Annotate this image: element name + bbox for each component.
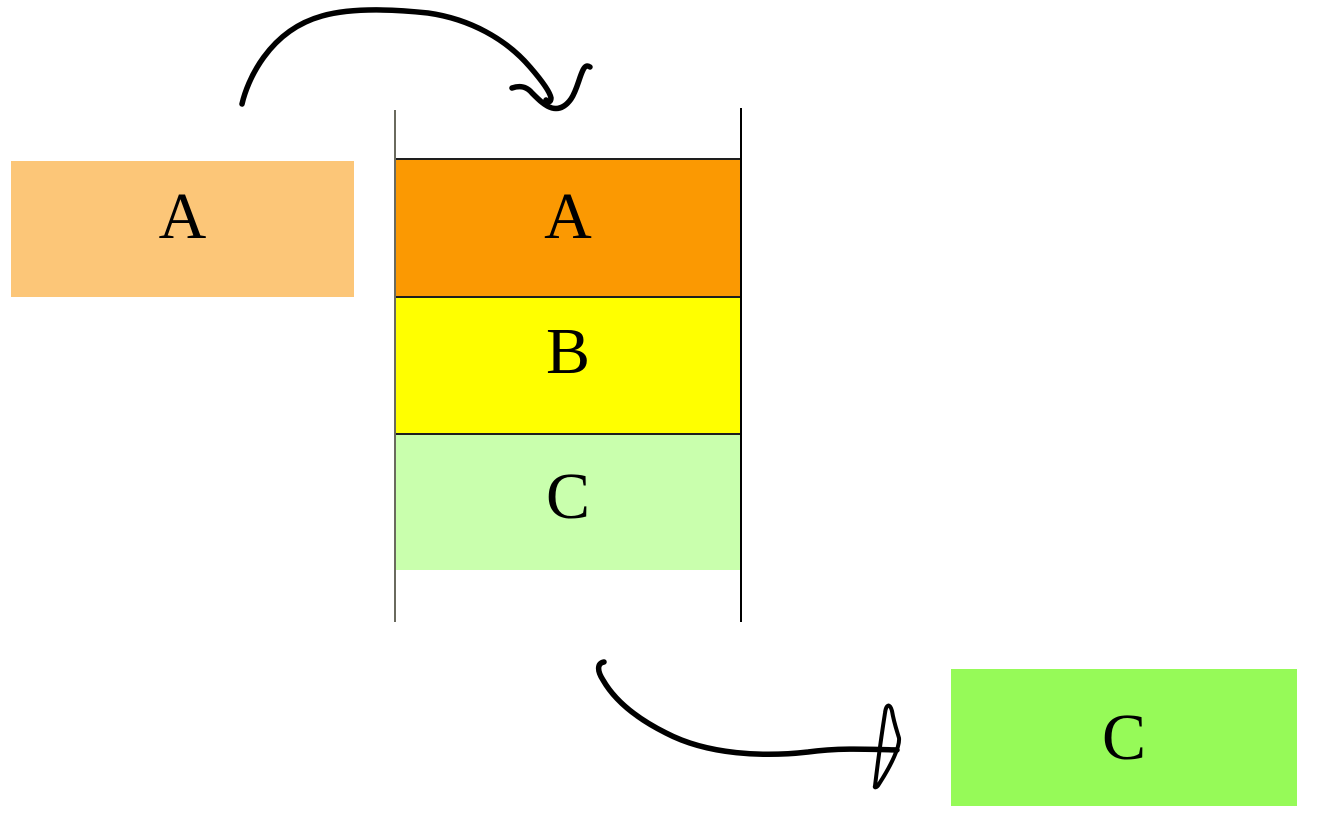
source-box-a-label: A	[158, 180, 207, 253]
stack-item-a-label: A	[544, 180, 592, 253]
stack-item-c-label: C	[545, 459, 591, 533]
stack-left-wall	[394, 110, 396, 622]
stack-right-wall	[740, 108, 742, 622]
dest-box-c-label: C	[1101, 700, 1147, 774]
stack-container: A B C	[396, 158, 740, 570]
stack-item-b: B	[396, 296, 740, 433]
arrow-out-of-stack-curve	[595, 659, 900, 757]
arrow-into-stack-icon	[239, 7, 593, 112]
dest-box-c: C	[951, 669, 1297, 806]
arrow-into-stack-head	[509, 63, 593, 112]
source-box-a: A	[11, 161, 354, 297]
arrow-into-stack-curve	[239, 7, 554, 107]
stack-item-b-label: B	[545, 314, 591, 388]
stack-item-c: C	[396, 433, 740, 570]
arrow-out-of-stack-head	[872, 703, 902, 790]
stack-item-a: A	[396, 158, 740, 296]
arrow-out-of-stack-icon	[595, 659, 902, 790]
